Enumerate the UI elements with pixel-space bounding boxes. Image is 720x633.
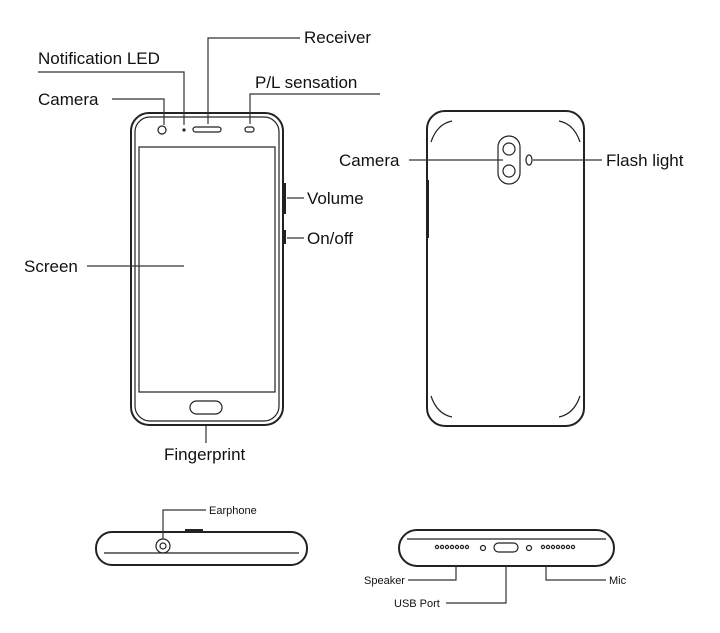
leader-line-earphone bbox=[162, 509, 206, 539]
back-top-right-antenna-line bbox=[558, 120, 581, 143]
front-screen bbox=[138, 146, 276, 393]
receiver-grille-icon bbox=[192, 126, 222, 133]
fingerprint-button-icon bbox=[189, 400, 223, 415]
front-camera-icon bbox=[157, 125, 167, 135]
power-button-icon bbox=[283, 230, 286, 244]
back-bottom-right-antenna-line bbox=[558, 395, 581, 418]
top-edge-body bbox=[95, 531, 308, 566]
top-edge-mark bbox=[185, 529, 203, 532]
label-speaker: Speaker bbox=[364, 575, 405, 587]
leader-line-front-camera bbox=[112, 98, 165, 125]
earphone-jack-inner-icon bbox=[159, 542, 167, 550]
bottom-edge-body bbox=[398, 529, 615, 567]
bottom-edge-view: Speaker USB Port Mic bbox=[364, 529, 627, 610]
rear-camera-lens-top-icon bbox=[502, 142, 516, 156]
bottom-screw-right-icon bbox=[525, 544, 533, 552]
label-usb-port: USB Port bbox=[394, 598, 440, 610]
label-earphone: Earphone bbox=[209, 505, 257, 517]
rear-camera-lens-bottom-icon bbox=[502, 164, 516, 178]
leader-line-mic bbox=[545, 566, 606, 581]
usb-port-icon bbox=[493, 542, 519, 553]
back-bottom-left-antenna-line bbox=[430, 395, 453, 418]
pl-sensor-icon bbox=[244, 126, 255, 133]
label-on-off: On/off bbox=[307, 229, 353, 248]
label-notification-led: Notification LED bbox=[38, 49, 160, 68]
leader-line-usb-port bbox=[446, 566, 507, 604]
label-fingerprint: Fingerprint bbox=[164, 445, 246, 464]
leader-line-notification-led bbox=[38, 71, 185, 125]
front-phone-body bbox=[130, 112, 284, 426]
label-screen: Screen bbox=[24, 257, 78, 276]
back-view: Camera Flash light bbox=[339, 110, 684, 427]
label-front-camera: Camera bbox=[38, 90, 99, 109]
front-phone-inner-bezel bbox=[134, 116, 280, 422]
label-receiver: Receiver bbox=[304, 28, 371, 47]
leader-line-pl-sensation bbox=[249, 93, 380, 124]
label-mic: Mic bbox=[609, 575, 627, 587]
leader-line-receiver bbox=[207, 37, 300, 124]
front-view: Notification LED Receiver Camera P/L sen… bbox=[24, 28, 380, 464]
label-volume: Volume bbox=[307, 189, 364, 208]
back-side-button-edge bbox=[427, 180, 429, 238]
flash-light-icon bbox=[525, 154, 533, 166]
notification-led-icon bbox=[182, 128, 186, 132]
leader-line-speaker bbox=[408, 566, 457, 581]
mic-grille-icon bbox=[540, 544, 576, 550]
label-flash-light: Flash light bbox=[606, 151, 684, 170]
volume-button-icon bbox=[283, 183, 286, 214]
label-pl-sensation: P/L sensation bbox=[255, 73, 357, 92]
top-edge-view: Earphone bbox=[95, 505, 308, 566]
speaker-grille-icon bbox=[434, 544, 470, 550]
label-rear-camera: Camera bbox=[339, 151, 400, 170]
back-phone-body bbox=[426, 110, 585, 427]
back-top-left-antenna-line bbox=[430, 120, 453, 143]
bottom-screw-left-icon bbox=[479, 544, 487, 552]
